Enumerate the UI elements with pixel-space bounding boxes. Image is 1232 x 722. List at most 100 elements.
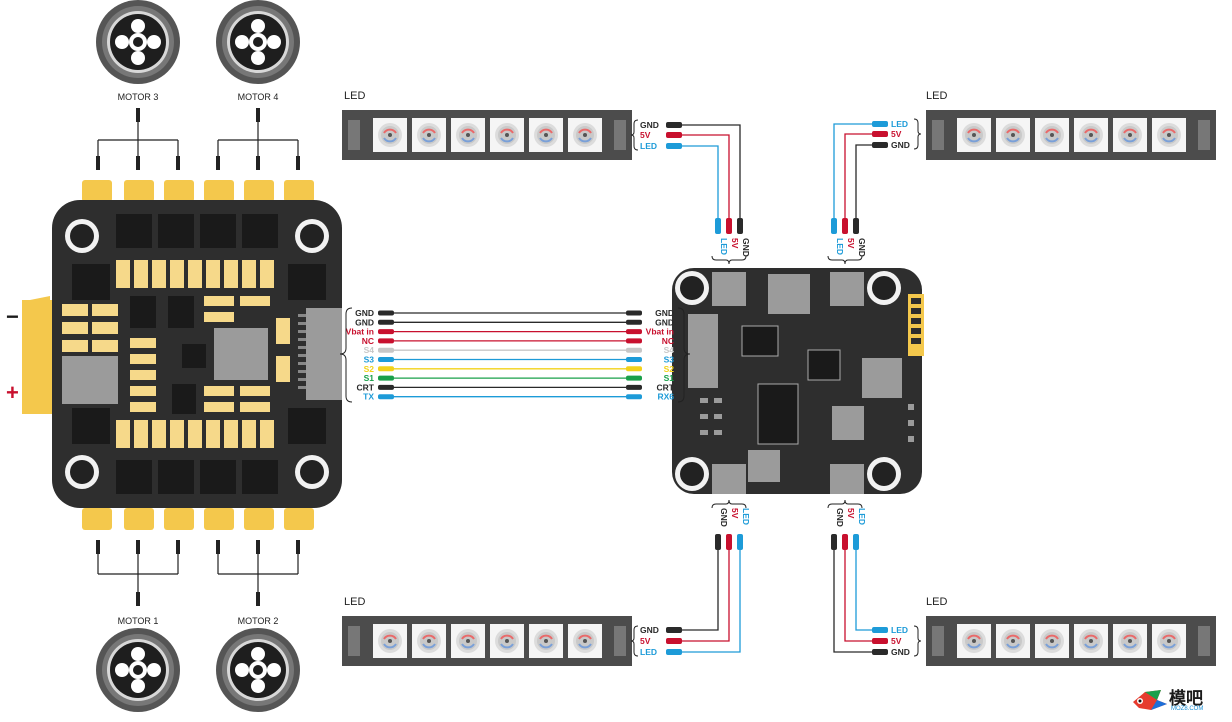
fc-wire-plug xyxy=(626,338,642,344)
tr-led: LED xyxy=(891,119,908,129)
fc-wire-plug xyxy=(626,319,642,325)
led-strip-top-left xyxy=(342,110,632,160)
fc-br-gnd: GND xyxy=(835,508,845,527)
fc-bl-gnd: GND xyxy=(719,508,729,527)
tl-gnd: GND xyxy=(640,120,659,130)
fc-br-5v: 5V xyxy=(846,508,856,519)
bl-led: LED xyxy=(640,647,657,657)
br-5v: 5V xyxy=(891,636,902,646)
esc-pin-label: GND xyxy=(355,317,374,327)
motor-wire-ends-bottom xyxy=(96,540,300,606)
led-strip-top-right xyxy=(926,110,1216,160)
motor-2-label: MOTOR 2 xyxy=(238,616,279,626)
fc-wire-plug xyxy=(626,347,642,353)
fc-wire-plug xyxy=(626,310,642,316)
fc-bl-5v: 5V xyxy=(730,508,740,519)
esc-wire-plug xyxy=(378,310,394,316)
flight-controller-board xyxy=(672,268,924,494)
site-logo: 模吧 MOZ8.COM xyxy=(1131,684,1226,718)
motor-4-label: MOTOR 4 xyxy=(238,92,279,102)
logo-subtext: MOZ8.COM xyxy=(1171,706,1204,712)
esc-pin-label: S2 xyxy=(364,364,375,374)
fc-br-led: LED xyxy=(857,508,867,525)
esc-board xyxy=(22,180,342,530)
fc-pin-label: GND xyxy=(655,317,674,327)
tr-gnd: GND xyxy=(891,140,910,150)
esc-pin-label: S1 xyxy=(364,373,375,383)
motor-1 xyxy=(96,628,180,712)
fc-tr-led: LED xyxy=(835,238,845,255)
fc-bracket xyxy=(677,307,691,403)
led-strip-top-right-label: LED xyxy=(926,90,947,102)
battery-minus-label: − xyxy=(6,304,19,329)
battery-plus-label: + xyxy=(6,380,19,405)
led-pin-labels-strip: GND 5V LED LED 5V GND GND 5V LED LED 5V … xyxy=(640,119,910,657)
esc-pin-label: CRT xyxy=(357,382,375,392)
led-wiring xyxy=(680,123,880,653)
esc-pin-label: NC xyxy=(362,336,374,346)
fc-pin-label: GND xyxy=(655,308,674,318)
motor-4 xyxy=(216,0,300,84)
tl-led: LED xyxy=(640,141,657,151)
fc-wire-plug xyxy=(626,329,642,335)
fc-wire-plug xyxy=(626,394,642,400)
fc-tl-5v: 5V xyxy=(730,238,740,249)
esc-wire-plug xyxy=(378,394,394,400)
esc-pin-label: Vbat in xyxy=(346,327,374,337)
led-pin-labels-fc: LED 5V GND LED 5V GND GND 5V LED GND 5V … xyxy=(719,238,867,527)
fc-tl-led: LED xyxy=(719,238,729,255)
fc-wire-plug xyxy=(626,375,642,381)
tr-5v: 5V xyxy=(891,129,902,139)
led-strip-top-left-label: LED xyxy=(344,90,365,102)
fc-bl-led: LED xyxy=(741,508,751,525)
motor-wires-top xyxy=(97,108,299,170)
fc-pin-label: Vbat in xyxy=(646,327,674,337)
fc-pin-label: NC xyxy=(662,336,674,346)
esc-wire-plug xyxy=(378,357,394,362)
esc-fc-cable xyxy=(378,310,642,400)
esc-wire-plug xyxy=(378,329,394,335)
motor-3-label: MOTOR 3 xyxy=(118,92,159,102)
logo-text: 模吧 xyxy=(1169,689,1203,709)
motor-3 xyxy=(96,0,180,84)
bird-logo-icon xyxy=(1133,690,1167,710)
esc-wire-plug xyxy=(378,319,394,325)
br-gnd: GND xyxy=(891,647,910,657)
esc-wire-plug xyxy=(378,338,394,344)
motor-wires-bottom xyxy=(97,540,299,606)
bl-gnd: GND xyxy=(640,625,659,635)
fc-pin-label: RX6 xyxy=(657,392,674,402)
fc-pin-label: S2 xyxy=(664,364,675,374)
motor-2 xyxy=(216,628,300,712)
esc-pin-label: S3 xyxy=(364,355,375,365)
led-strip-bottom-left-label: LED xyxy=(344,596,365,608)
motor-wire-ends-top xyxy=(96,108,300,170)
esc-wire-plug xyxy=(378,366,394,372)
led-strip-bottom-right xyxy=(926,616,1216,666)
fc-wire-plug xyxy=(626,357,642,362)
tl-5v: 5V xyxy=(640,130,651,140)
fc-pin-label: S1 xyxy=(664,373,675,383)
led-strip-bottom-right-label: LED xyxy=(926,596,947,608)
fc-pin-label: CRT xyxy=(657,382,675,392)
esc-bracket xyxy=(339,307,353,403)
fc-wire-plug xyxy=(626,384,642,390)
led-wire-plugs xyxy=(666,121,888,655)
led-strip-brackets xyxy=(630,118,922,657)
esc-pin-label: TX xyxy=(363,392,374,402)
bl-5v: 5V xyxy=(640,636,651,646)
fc-wire-plug xyxy=(626,366,642,372)
fc-pin-label: S3 xyxy=(664,355,675,365)
fc-pin-label: S4 xyxy=(664,345,675,355)
br-led: LED xyxy=(891,625,908,635)
esc-wire-plug xyxy=(378,375,394,381)
motor-1-label: MOTOR 1 xyxy=(118,616,159,626)
fc-tr-5v: 5V xyxy=(846,238,856,249)
esc-pin-label: GND xyxy=(355,308,374,318)
fc-tl-gnd: GND xyxy=(741,238,751,257)
esc-wire-plug xyxy=(378,384,394,390)
esc-pin-label: S4 xyxy=(364,345,375,355)
